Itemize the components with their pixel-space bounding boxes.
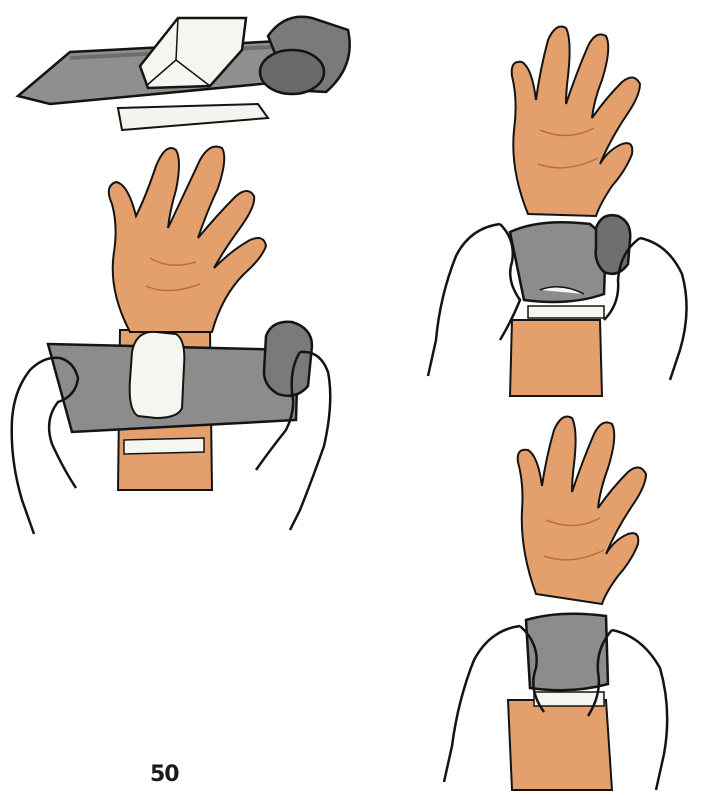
bandage-wrapping-wrist — [428, 27, 687, 397]
page-number: 50 — [150, 762, 210, 792]
bandage-roll — [264, 322, 312, 396]
forearm — [510, 320, 602, 396]
hand — [109, 147, 266, 333]
forearm — [508, 700, 612, 790]
bandage-applied-across-wrist — [12, 147, 331, 535]
hand — [512, 27, 640, 217]
bandage-secured-wrist — [444, 417, 667, 791]
folded-pad — [118, 104, 268, 130]
gauze-pad — [130, 332, 185, 418]
bandage-roll — [596, 215, 631, 274]
hand — [518, 417, 646, 605]
bandage-roll-materials — [18, 17, 350, 130]
left-helper-hand — [428, 224, 520, 376]
bandage-band — [526, 614, 608, 691]
